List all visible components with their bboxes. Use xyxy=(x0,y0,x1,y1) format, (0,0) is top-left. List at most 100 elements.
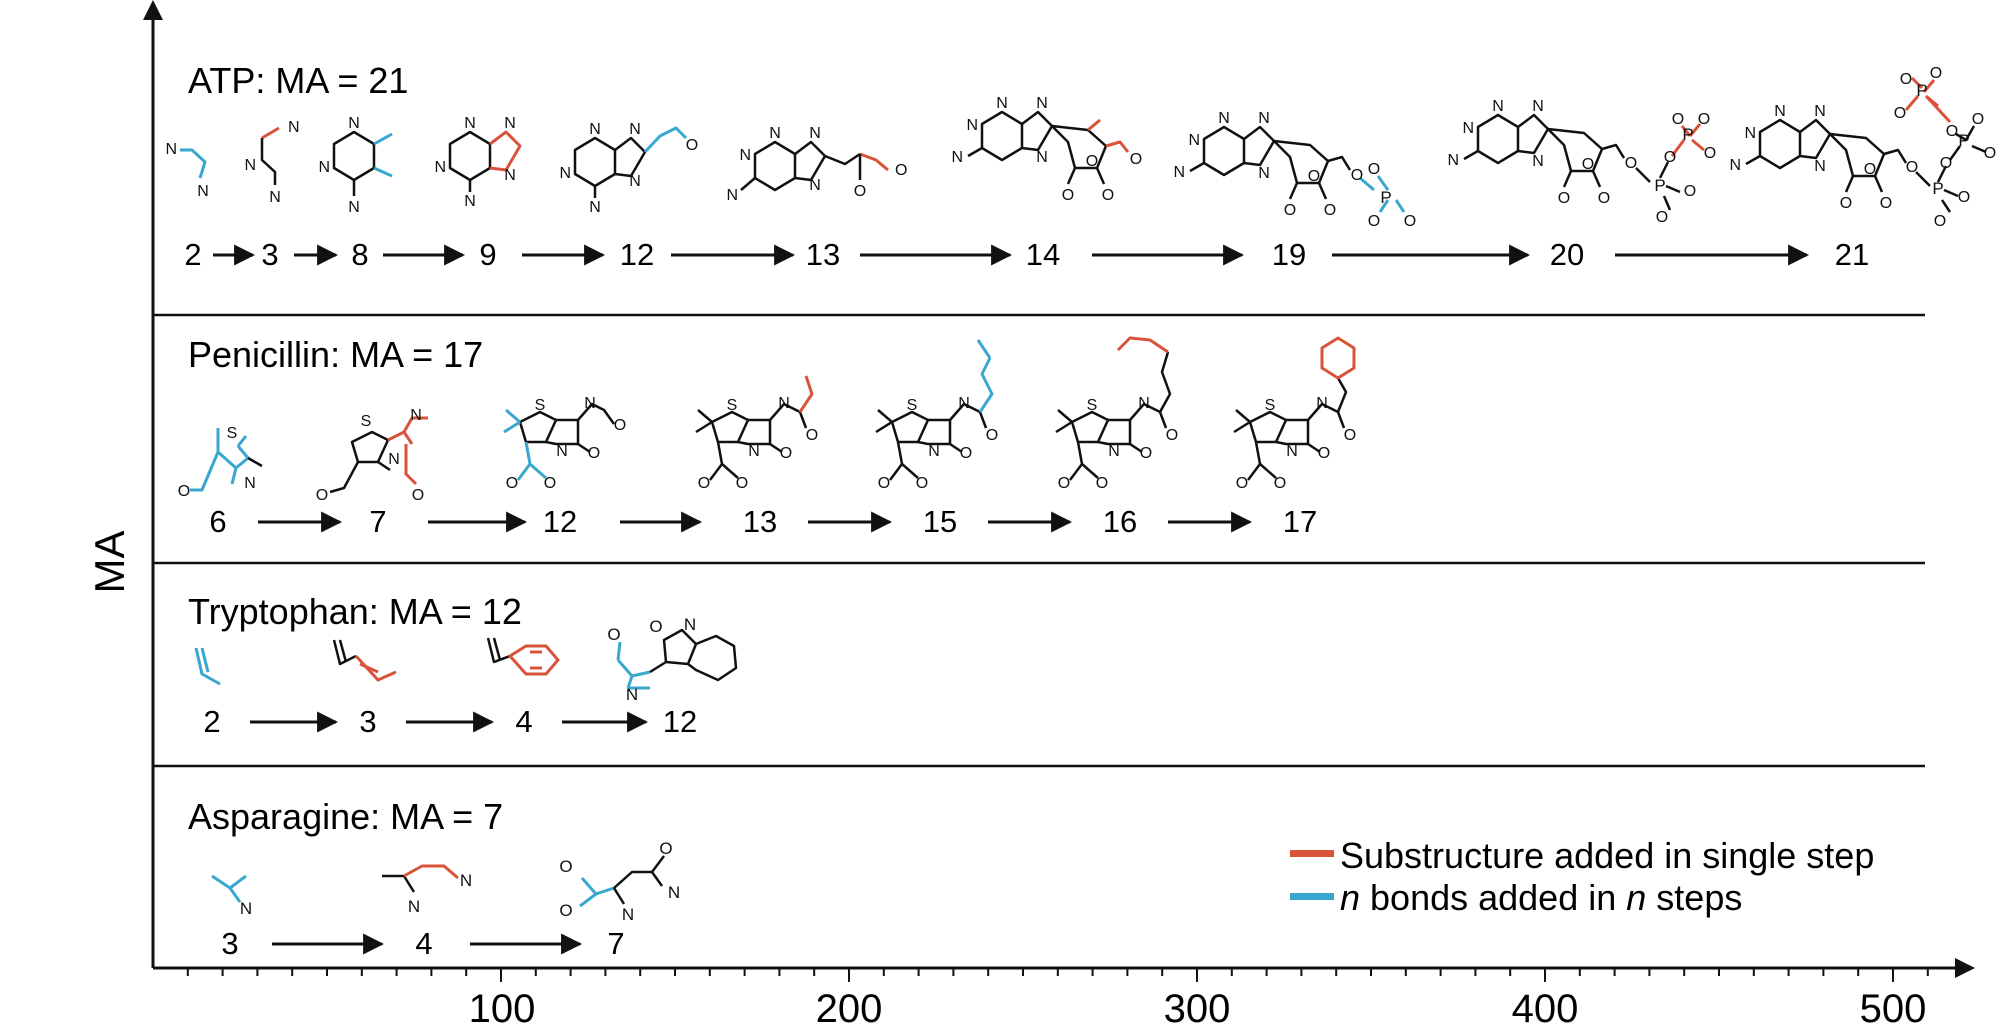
atom-label: O xyxy=(1102,187,1114,204)
atom-label: N xyxy=(348,199,360,216)
step-number: 12 xyxy=(620,237,654,272)
molecules-penicillin: S N O S N N O O xyxy=(178,336,1356,504)
step-numbers-penicillin: 6 7 12 13 15 16 17 xyxy=(209,504,1317,539)
atom-label: N xyxy=(809,177,821,194)
atom-label: N xyxy=(928,443,940,460)
atom-label: O xyxy=(1664,149,1676,166)
atom-label: N xyxy=(726,187,738,204)
atom-label: P xyxy=(1654,176,1665,195)
atom-label: O xyxy=(1062,187,1074,204)
atom-label: N xyxy=(1492,98,1504,115)
atom-label: N xyxy=(1173,164,1185,181)
atom-label: O xyxy=(878,475,890,492)
legend-swatch-single-step xyxy=(1290,850,1334,857)
atom-label: O xyxy=(1940,155,1952,172)
step-numbers-tryptophan: 2 3 4 12 xyxy=(203,704,697,739)
atom-label: N xyxy=(584,395,596,412)
atom-label: O xyxy=(1906,159,1918,176)
atom-label: O xyxy=(559,901,572,920)
panel-asparagine: Asparagine: MA = 7 3 4 7 N N N xyxy=(188,796,1874,961)
molecule-penicillin-step-12: S N N O O O O xyxy=(503,395,626,492)
molecule-penicillin-step-13: S N N O O O O xyxy=(695,375,818,492)
atom-label: N xyxy=(244,475,256,492)
atom-label: N xyxy=(1188,132,1200,149)
legend-swatch-n-steps xyxy=(1290,893,1334,900)
axes: 100 200 300 400 500 MA xyxy=(86,0,1975,1031)
atom-label: N xyxy=(1036,95,1048,112)
atom-label: P xyxy=(1932,179,1943,198)
atom-label: N xyxy=(589,199,601,216)
atom-label: N xyxy=(778,395,790,412)
step-number: 12 xyxy=(663,704,697,739)
molecule-tryptophan-step-2 xyxy=(194,647,221,686)
panel-title-tryptophan: Tryptophan: MA = 12 xyxy=(188,591,522,632)
legend-text-part: n xyxy=(1626,877,1646,918)
atom-label: O xyxy=(1582,156,1594,173)
atom-label: O xyxy=(544,475,556,492)
panel-penicillin: Penicillin: MA = 17 6 7 12 13 15 16 17 S xyxy=(178,334,1356,539)
step-number: 2 xyxy=(203,704,220,739)
atom-label: O xyxy=(588,445,600,462)
molecule-penicillin-step-17: S N N O O O O xyxy=(1233,336,1356,492)
atom-label: O xyxy=(1140,445,1152,462)
molecule-penicillin-step-15: S N N O O O O xyxy=(875,339,998,492)
atom-label: O xyxy=(895,162,907,179)
x-axis-tick-labels: 100 200 300 400 500 xyxy=(469,987,1927,1031)
atom-label: N xyxy=(165,141,177,158)
legend: Substructure added in single step n bond… xyxy=(1290,835,1874,918)
molecule-atp-step-2: N N xyxy=(165,141,208,200)
atom-label: O xyxy=(1880,195,1892,212)
molecule-penicillin-step-7: S N N O O xyxy=(316,407,428,504)
molecule-tryptophan-step-4 xyxy=(486,637,560,676)
step-number: 15 xyxy=(923,504,957,539)
atom-label: O xyxy=(686,137,698,154)
step-numbers-asparagine: 3 4 7 xyxy=(221,926,624,961)
atom-label: O xyxy=(506,475,518,492)
atom-label: N xyxy=(434,159,446,176)
atom-label: N xyxy=(626,685,638,704)
molecule-atp-step-21: N N N N N O O O O P O O O P O O O P O O xyxy=(1729,65,1996,230)
atom-label: N xyxy=(958,395,970,412)
molecule-tryptophan-step-3 xyxy=(332,639,397,682)
atom-label: N xyxy=(197,183,209,200)
atom-label: N xyxy=(504,115,516,132)
step-number: 14 xyxy=(1026,237,1060,272)
step-number: 13 xyxy=(806,237,840,272)
panel-title-asparagine: Asparagine: MA = 7 xyxy=(188,796,503,837)
atom-label: N xyxy=(1316,395,1328,412)
atom-label: O xyxy=(1900,71,1912,88)
atom-label: O xyxy=(614,417,626,434)
atom-label: N xyxy=(1138,395,1150,412)
legend-text-part: bonds added in xyxy=(1360,877,1626,918)
step-number: 9 xyxy=(479,237,496,272)
atom-label: O xyxy=(1130,151,1142,168)
atom-label: O xyxy=(1698,111,1710,128)
step-number: 7 xyxy=(607,926,624,961)
atom-label: N xyxy=(556,443,568,460)
atom-label: O xyxy=(1368,161,1380,178)
atom-label: N xyxy=(629,121,641,138)
atom-label: O xyxy=(1704,145,1716,162)
molecules-tryptophan: N O O N xyxy=(194,615,738,704)
atom-label: N xyxy=(288,119,300,136)
step-number: 21 xyxy=(1835,237,1869,272)
atom-label: N xyxy=(996,95,1008,112)
step-number: 7 xyxy=(369,504,386,539)
molecule-atp-step-14: N N N N N O O O O xyxy=(951,95,1142,204)
molecule-penicillin-step-16: S N N O O O O xyxy=(1055,336,1178,492)
atom-label: N xyxy=(951,149,963,166)
atom-label: O xyxy=(1344,427,1356,444)
atom-label: S xyxy=(727,397,738,414)
atom-label: S xyxy=(1265,397,1276,414)
atom-label: O xyxy=(986,427,998,444)
atom-label: N xyxy=(1532,98,1544,115)
x-axis-arrowhead xyxy=(1955,958,1975,978)
molecule-penicillin-step-6: S N O xyxy=(178,425,263,500)
x-tick-label-100: 100 xyxy=(469,987,536,1031)
atom-label: N xyxy=(348,115,360,132)
step-number: 3 xyxy=(221,926,238,961)
atom-label: O xyxy=(178,483,190,500)
atom-label: N xyxy=(408,897,420,916)
atom-label: O xyxy=(607,625,620,644)
legend-text-part: n xyxy=(1340,877,1360,918)
